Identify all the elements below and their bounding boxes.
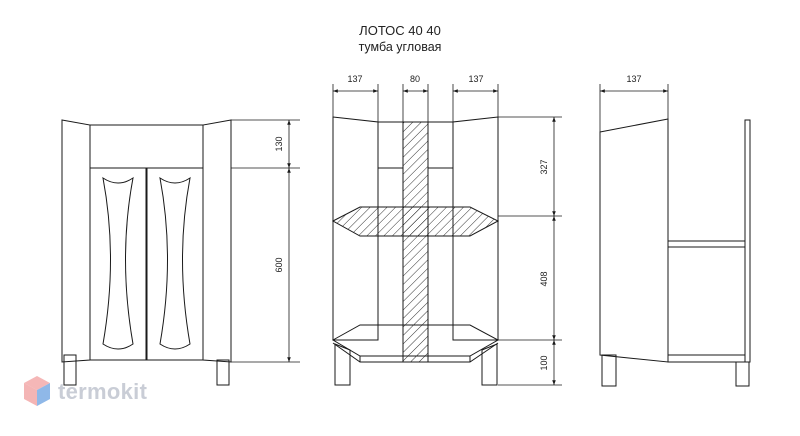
side-shelf-bottom [667, 354, 746, 363]
section-view [331, 116, 500, 386]
section-leg-left [334, 343, 351, 386]
front-door-left [89, 167, 147, 361]
front-dim-600: 600 [274, 257, 284, 272]
front-left-panel [61, 119, 91, 363]
section-left-panel [332, 116, 379, 341]
side-dim-137: 137 [626, 74, 641, 84]
section-dim-137-right: 137 [468, 74, 483, 84]
side-back-wall [744, 119, 751, 363]
section-dim-137-left: 137 [347, 74, 362, 84]
section-dim-100: 100 [539, 355, 549, 370]
logo-text: termokit [58, 379, 148, 404]
side-dimensions: 137 [599, 74, 669, 132]
front-dim-130: 130 [274, 136, 284, 151]
front-door-right [146, 167, 204, 361]
section-dim-408: 408 [539, 271, 549, 286]
section-middle-shelf [331, 206, 500, 237]
drawing-title: ЛОТОС 40 40 [359, 23, 441, 38]
section-dim-327: 327 [539, 159, 549, 174]
front-view [61, 119, 232, 386]
section-right-panel [452, 116, 499, 341]
door-left-ornament [102, 176, 134, 350]
front-leg-left [63, 354, 77, 386]
side-view [599, 118, 751, 387]
section-dim-80: 80 [410, 74, 420, 84]
front-dimensions: 130 600 [231, 119, 300, 363]
door-right-ornament [159, 176, 191, 350]
side-leg-back [735, 361, 750, 387]
drawing-subtitle: тумба угловая [358, 40, 442, 54]
section-center-post [402, 121, 429, 363]
front-leg-right [216, 359, 230, 386]
termokit-logo: termokit [22, 372, 147, 412]
section-dimensions: 137 80 137 327 408 100 [332, 74, 562, 386]
side-shelf-top [667, 240, 746, 248]
front-right-panel [202, 119, 232, 363]
side-outer-panel [599, 118, 669, 363]
side-leg-front [601, 354, 617, 387]
section-leg-right [481, 343, 498, 386]
front-top-frame [89, 124, 204, 169]
cube-logo-icon [24, 376, 50, 406]
